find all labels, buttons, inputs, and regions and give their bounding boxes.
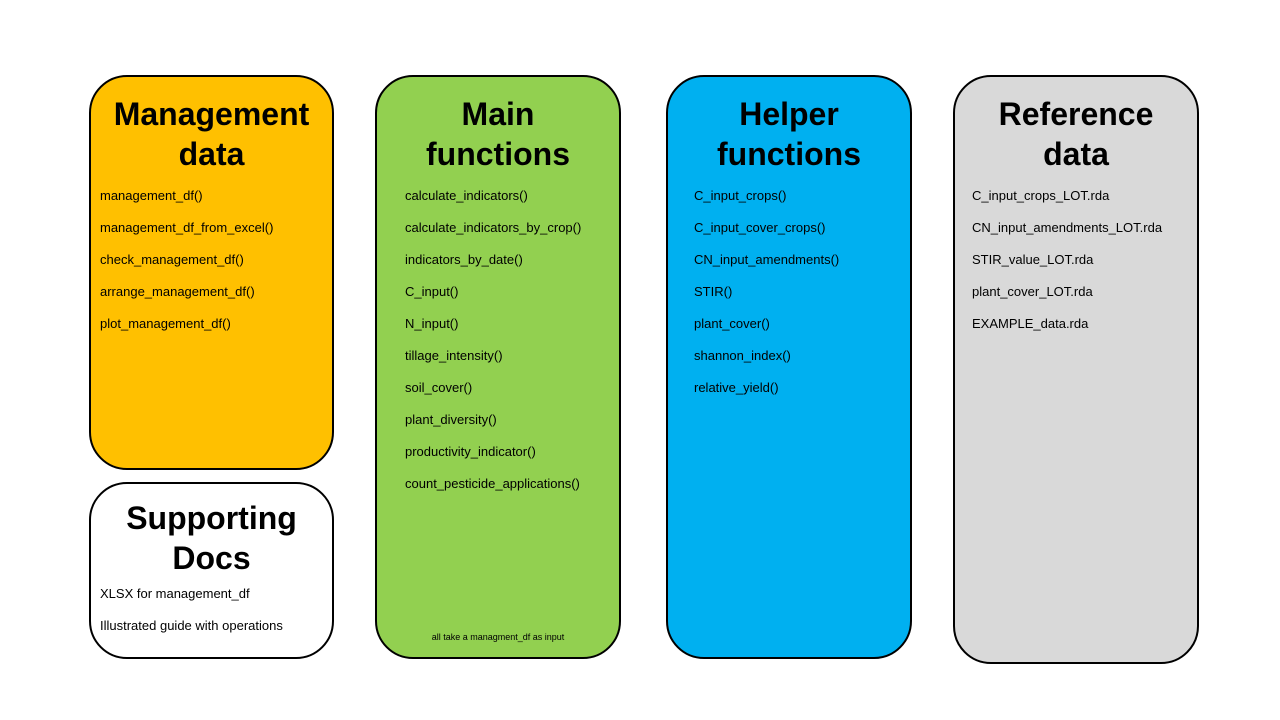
list-item: C_input() (405, 284, 459, 299)
helper-functions-title: Helper functions (717, 96, 861, 172)
main-functions-footnote: all take a managment_df as input (431, 632, 565, 642)
list-item: CN_input_amendments() (694, 252, 840, 267)
helper-functions-list: C_input_crops() C_input_cover_crops() CN_i… (694, 188, 839, 412)
list-item: arrange_management_df() (100, 284, 255, 299)
list-item: STIR() (694, 284, 733, 299)
list-item: plant_diversity() (405, 412, 497, 427)
list-item: count_pesticide_applications() (405, 476, 580, 491)
management-data-box: Management data management_df()managemen… (89, 75, 334, 470)
list-item: N_input() (405, 316, 459, 331)
list-item: shannon_index() (694, 348, 791, 363)
list-item: STIR_value_LOT.rda (972, 252, 1094, 267)
list-item: plant_cover() (694, 316, 770, 331)
main-functions-list: calculate_indicators() calculate_indicato… (405, 188, 581, 508)
list-item: calculate_indicators_by_crop() (405, 220, 582, 235)
list-item: Illustrated guide with operations (100, 618, 283, 633)
list-item: indicators_by_date() (405, 252, 523, 267)
reference-data-title: Reference data (998, 96, 1154, 172)
list-item: plant_cover_LOT.rda (972, 284, 1093, 299)
list-item: productivity_indicator() (405, 444, 536, 459)
list-item: soil_cover() (405, 380, 473, 395)
management-data-title: Management data (113, 96, 310, 172)
helper-functions-box: Helper functions C_input_crops()C_input_… (666, 75, 912, 659)
list-item: plot_management_df() (100, 316, 231, 331)
list-item: C_input_crops_LOT.rda (972, 188, 1110, 203)
management-data-list: management_df() management_df_from_excel(… (100, 188, 273, 348)
list-item: XLSX for management_df (100, 586, 250, 601)
list-item: calculate_indicators() (405, 188, 528, 203)
list-item: check_management_df() (100, 252, 244, 267)
main-functions-title: Main functions (426, 96, 570, 172)
list-item: relative_yield() (694, 380, 779, 395)
list-item: tillage_intensity() (405, 348, 503, 363)
list-item: management_df_from_excel() (100, 220, 274, 235)
list-item: CN_input_amendments_LOT.rda (972, 220, 1163, 235)
supporting-docs-title: Supporting Docs (126, 500, 297, 576)
main-functions-box: Main functions calculate_indicators()cal… (375, 75, 621, 659)
list-item: C_input_cover_crops() (694, 220, 826, 235)
list-item: EXAMPLE_data.rda (972, 316, 1089, 331)
list-item: C_input_crops() (694, 188, 787, 203)
list-item: management_df() (100, 188, 203, 203)
